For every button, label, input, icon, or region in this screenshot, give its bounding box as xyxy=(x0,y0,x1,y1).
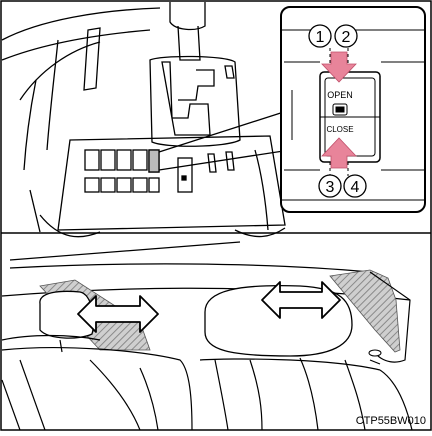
marker-1: 1 xyxy=(309,25,331,47)
svg-text:4: 4 xyxy=(351,179,360,196)
sunshade-switch-location xyxy=(149,150,159,172)
open-label: OPEN xyxy=(327,90,353,100)
svg-text:1: 1 xyxy=(316,29,325,46)
figure-code: CTP55BW010 xyxy=(356,415,426,427)
rear-sunshade-icon xyxy=(333,104,347,115)
close-label: CLOSE xyxy=(326,125,353,134)
svg-text:3: 3 xyxy=(326,179,335,196)
marker-2: 2 xyxy=(335,25,357,47)
svg-text:2: 2 xyxy=(342,29,351,46)
switch-callout: OPEN CLOSE 1 2 3 4 xyxy=(281,7,425,212)
marker-4: 4 xyxy=(344,175,366,197)
marker-3: 3 xyxy=(319,175,341,197)
